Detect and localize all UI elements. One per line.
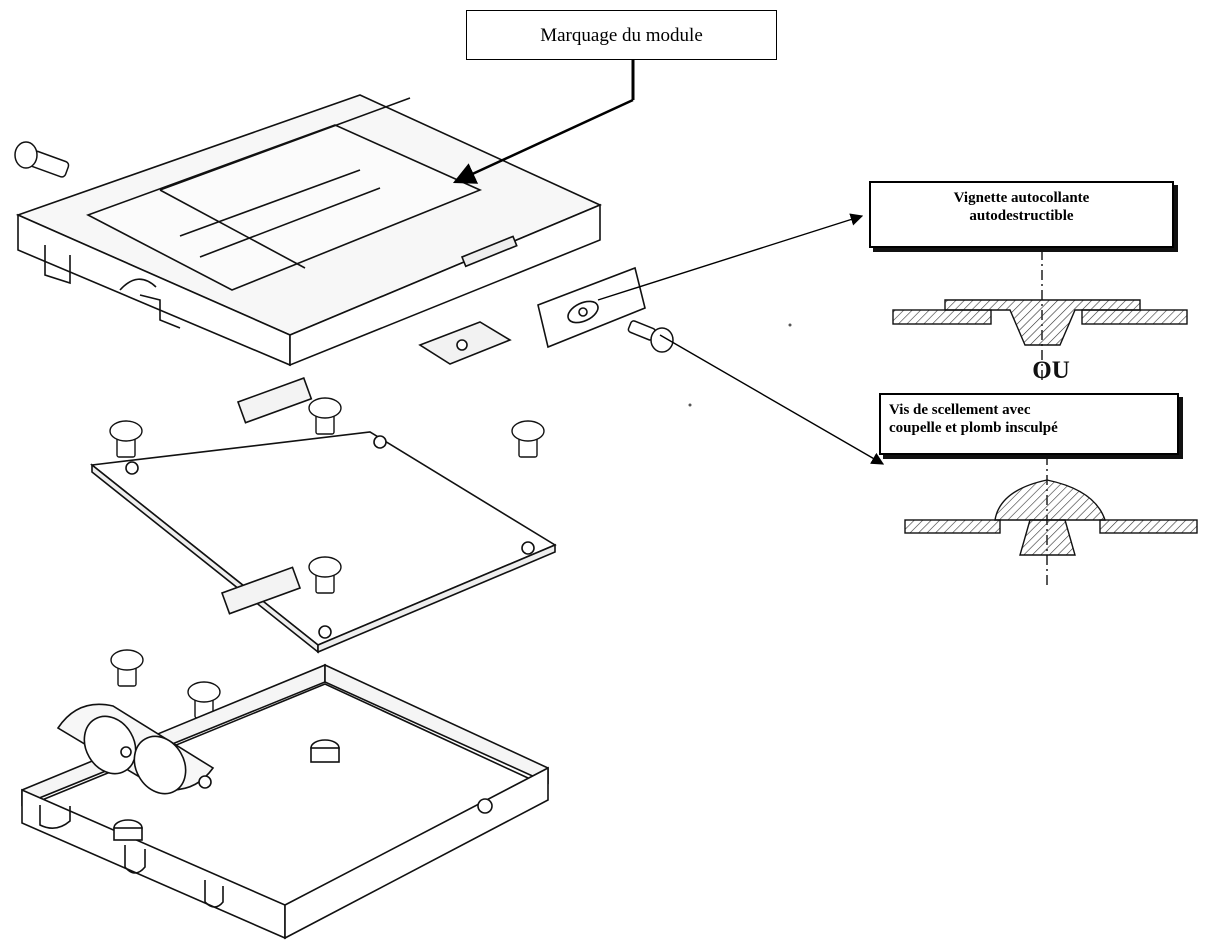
seal-callout: Vis de scellement avec coupelle et plomb… — [879, 393, 1179, 455]
seal-section-drawing — [904, 455, 1198, 585]
or-separator: OU — [1032, 357, 1070, 384]
seal-label-line2: coupelle et plomb insculpé — [889, 420, 1058, 436]
seal-screw — [627, 320, 674, 353]
sticker-section-drawing — [892, 250, 1188, 380]
stray-dot — [688, 403, 692, 407]
bottom-tray — [21, 663, 549, 940]
stray-dot — [788, 323, 792, 327]
module-marking-label: Marquage du module — [540, 25, 703, 46]
circuit-board — [90, 377, 557, 654]
seal-plate — [537, 266, 646, 349]
module-marking-leader — [452, 60, 635, 184]
seal-arrows — [597, 213, 885, 465]
sticker-label-line2: autodestructible — [969, 208, 1074, 224]
seal-label-line1: Vis de scellement avec — [889, 402, 1031, 418]
cable-clip — [56, 703, 215, 795]
sticker-callout: Vignette autocollante autodestructible — [869, 181, 1174, 248]
loose-screw — [14, 141, 70, 178]
top-cover — [15, 94, 602, 367]
sticker-label-line1: Vignette autocollante — [953, 190, 1090, 206]
pcb-screws — [109, 397, 545, 719]
module-marking-callout: Marquage du module — [466, 10, 777, 60]
